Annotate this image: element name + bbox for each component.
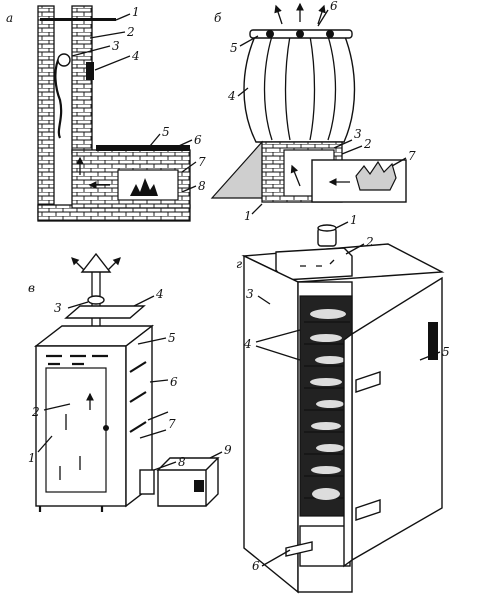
panel-a-label-2: 2 (126, 25, 135, 39)
panel-b-rim-bolt (296, 30, 304, 38)
panel-v-label-8: 8 (178, 455, 186, 469)
panel-b-rim-bolt (266, 30, 274, 38)
panel-v-letter: в (28, 281, 35, 295)
panel-b-leaders (237, 9, 407, 215)
panel-a-letter: а (6, 11, 13, 25)
panel-v-ash-box-window (194, 480, 204, 492)
panel-v-pipe-collar (87, 295, 105, 305)
panel-v-handle (103, 425, 109, 431)
panel-a-top-plate (96, 145, 190, 151)
panel-g-leaders (255, 221, 441, 567)
panel-v-exhaust-arrow (71, 257, 85, 271)
panel-b: б 1 2 3 4 5 6 7 (210, 0, 416, 223)
panel-g-label-2: 2 (365, 235, 374, 249)
panel-v-legs (38, 506, 104, 512)
panel-g-fan-cap (317, 224, 337, 232)
panel-v-label-6: 6 (170, 375, 178, 389)
panel-a: а 1 2 3 4 5 6 7 8 (6, 5, 206, 222)
panel-v-label-7: 7 (168, 417, 176, 431)
panel-a-leaders (71, 13, 197, 193)
panel-a-valve (57, 53, 71, 67)
panel-b-letter: б (214, 11, 222, 25)
panel-a-label-8: 8 (198, 179, 206, 193)
panel-a-left-wall (37, 5, 55, 221)
panel-v-exhaust-arrow (107, 257, 121, 271)
panel-v-leaders (37, 295, 223, 471)
panel-g-letter: г (236, 257, 242, 271)
panel-b-label-4: 4 (227, 89, 236, 103)
panel-a-pipe (54, 55, 63, 139)
panel-a-label-3: 3 (112, 39, 120, 53)
panel-a-damper (40, 18, 116, 21)
panel-b-label-6: 6 (330, 0, 338, 13)
panel-a-door (86, 62, 94, 80)
panel-g-label-4: 4 (243, 337, 252, 351)
panel-b-rim-bolt (326, 30, 334, 38)
panel-g-heater (275, 247, 353, 281)
panel-v-label-2: 2 (31, 405, 40, 419)
panel-g-label-6: 6 (252, 559, 260, 573)
panel-b-brushwood (355, 160, 397, 191)
panel-v: в 1 2 3 4 5 6 7 8 9 (28, 252, 232, 512)
panel-b-label-5: 5 (230, 41, 238, 55)
panel-g-door-panel (428, 322, 438, 360)
panel-v-cabinet-window (45, 367, 107, 493)
panel-g-door (351, 276, 443, 562)
panel-v-damper-plate (64, 305, 146, 319)
panel-g-heater-marks (300, 259, 335, 267)
panel-b-label-3: 3 (354, 127, 362, 141)
panel-a-label-1: 1 (132, 5, 140, 19)
panel-v-firebox-door (139, 469, 155, 495)
panel-g-side (243, 254, 299, 594)
panel-v-label-9: 9 (224, 443, 232, 457)
panel-g-drawer-handle (285, 541, 313, 557)
panel-v-flow-arrows (59, 394, 90, 480)
panel-b-exhaust-arrow (317, 4, 326, 25)
panel-b-flow-arrow (290, 164, 301, 187)
panel-b-label-1: 1 (244, 209, 252, 223)
panel-a-label-4: 4 (131, 49, 140, 63)
panel-v-label-3: 3 (54, 301, 62, 315)
panel-a-label-7: 7 (198, 155, 206, 169)
panel-g-door-edge (343, 332, 353, 568)
panel-b-label-7: 7 (408, 149, 416, 163)
panel-g-label-1: 1 (350, 213, 358, 227)
panel-a-label-6: 6 (194, 133, 202, 147)
panel-g-trays (304, 309, 350, 500)
panel-b-drum (243, 33, 356, 143)
panel-b-drum-staves (263, 35, 337, 141)
panel-v-side-slots (129, 361, 147, 433)
panel-b-exhaust-arrow (274, 4, 283, 25)
panel-g-label-3: 3 (246, 287, 254, 301)
panel-g-label-5: 5 (442, 345, 450, 359)
panel-a-fire (130, 178, 158, 196)
panel-v-ash-box (156, 457, 220, 507)
panel-b-label-2: 2 (363, 137, 372, 151)
panel-g: г (236, 213, 450, 594)
panel-v-label-5: 5 (168, 331, 176, 345)
panel-a-label-5: 5 (162, 125, 170, 139)
panel-v-label-1: 1 (28, 451, 36, 465)
panel-v-vents (46, 354, 108, 366)
panel-g-door-hinge (355, 371, 381, 521)
panel-v-label-4: 4 (155, 287, 164, 301)
panel-b-sand-pile (210, 140, 271, 199)
panel-v-chimney-cap (80, 252, 112, 273)
